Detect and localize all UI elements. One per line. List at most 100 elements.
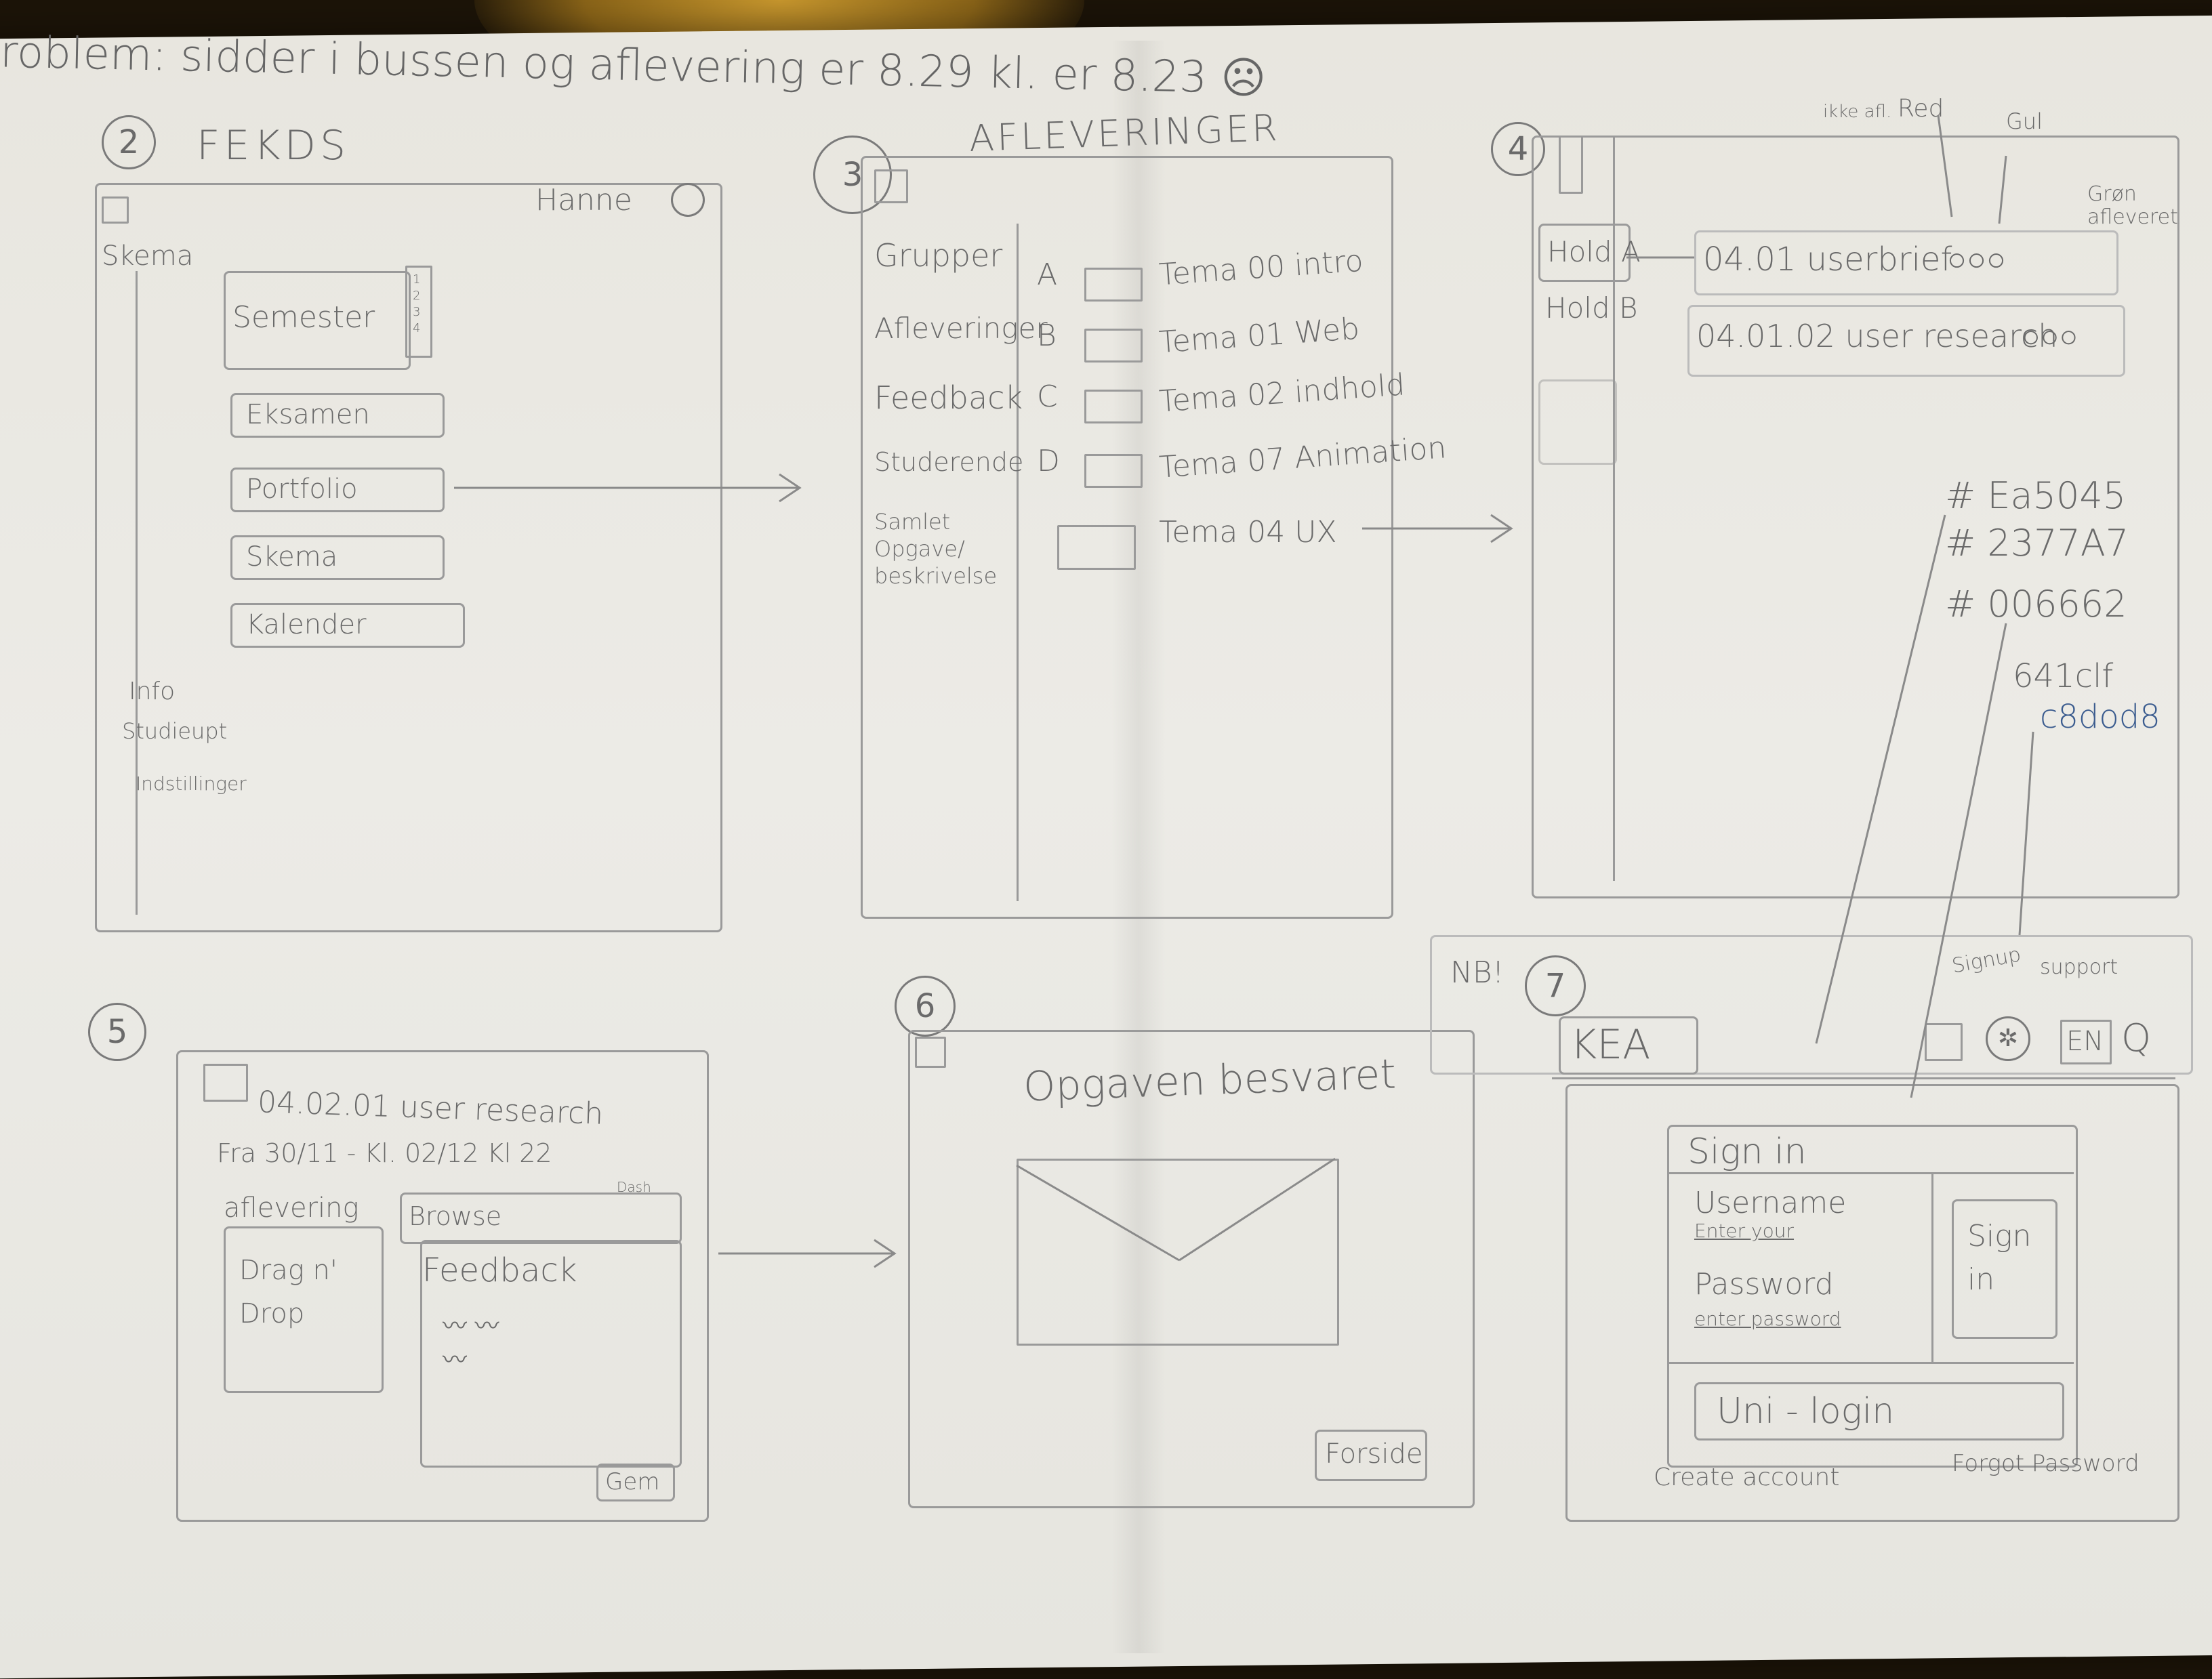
header-divider [1552, 1077, 2175, 1079]
forgot-password-link[interactable]: Forgot Password [1952, 1450, 2139, 1477]
semester-label: Semester [232, 300, 375, 335]
save-button[interactable]: Gem [596, 1464, 675, 1501]
link-studieupt[interactable]: Studieupt [122, 718, 228, 744]
screen-2-title: FEKDS [197, 122, 350, 169]
menu-item-kalender[interactable]: Kalender [230, 603, 465, 648]
color-code: # Ea5045 [1945, 474, 2127, 517]
semester-dropdown[interactable]: 1 2 3 4 [405, 266, 432, 358]
semester-select[interactable]: Semester [224, 271, 411, 370]
side-menu-feedback[interactable]: Feedback [874, 379, 1023, 416]
feedback-scribble: 〰 〰 〰 [443, 1312, 499, 1374]
color-code: # 006662 [1945, 583, 2127, 625]
menu-item-portfolio-label: Portfolio [246, 474, 358, 505]
screen-6-number: 6 [895, 976, 956, 1037]
username-field[interactable]: Enter your [1694, 1220, 1795, 1242]
item-letter: D [1037, 444, 1060, 478]
browse-button-label: Browse [409, 1201, 502, 1231]
side-menu-grupper[interactable]: Grupper [874, 237, 1003, 274]
create-account-link[interactable]: Create account [1654, 1464, 1840, 1491]
language-button[interactable]: EN [2060, 1020, 2112, 1064]
signin-button[interactable]: Sign in [1952, 1199, 2057, 1339]
status-dots: ○○○ [1947, 241, 2006, 278]
feedback-panel: Feedback 〰 〰 〰 [420, 1240, 682, 1468]
user-avatar-icon[interactable] [671, 183, 705, 217]
screen-3-frame [861, 156, 1393, 919]
team-tab-hold-b[interactable]: Hold B [1545, 291, 1638, 325]
assignment-item[interactable]: Tema 04 UX [1159, 515, 1337, 550]
side-menu-afleveringer[interactable]: Afleveringer [874, 312, 1048, 345]
team-label: Hold A [1547, 235, 1641, 268]
legend-red: Red [1898, 95, 1944, 123]
form-divider [1667, 1172, 2074, 1174]
uni-login-button[interactable]: Uni - login [1694, 1382, 2064, 1440]
username-label: Username [1694, 1186, 1847, 1220]
signin-form [1667, 1125, 2078, 1468]
screen-2-frame [95, 183, 722, 932]
envelope-icon[interactable] [1084, 329, 1143, 362]
envelope-icon[interactable] [1084, 390, 1143, 423]
side-menu-samlet[interactable]: Samlet Opgave/ beskrivelse [874, 509, 998, 589]
team-placeholder [1538, 379, 1617, 465]
assignment-dates: Fra 30/11 - Kl. 02/12 Kl 22 [217, 1138, 552, 1168]
sidebar-divider [136, 271, 138, 915]
save-button-label: Gem [605, 1468, 660, 1495]
sidebar-divider-s3 [1017, 224, 1019, 901]
envelope-icon [1017, 1159, 1339, 1346]
screen-5-frame [176, 1050, 709, 1522]
password-field[interactable]: enter password [1694, 1308, 1841, 1330]
signup-icon[interactable] [1925, 1023, 1963, 1061]
forward-button-label: Forside [1325, 1438, 1423, 1470]
link-indstillinger[interactable]: Indstillinger [136, 772, 247, 795]
support-note: support [2040, 955, 2118, 979]
color-code: # 2377A7 [1945, 522, 2129, 564]
menu-item-portfolio[interactable]: Portfolio [230, 468, 445, 512]
status-row-label: 04.01.02 user research [1696, 318, 2058, 354]
kea-logo-label: KEA [1570, 1021, 1651, 1069]
status-row[interactable]: 04.01.02 user research ○○○ [1687, 305, 2125, 377]
envelope-icon[interactable] [1084, 268, 1143, 302]
user-name: Hanne [535, 183, 632, 217]
status-dots: ○○○ [2022, 318, 2078, 354]
screen-5-number: 5 [88, 1003, 146, 1061]
legend-yellow: Gul [2006, 108, 2043, 134]
forward-button[interactable]: Forside [1315, 1430, 1427, 1481]
feedback-label: Feedback [422, 1251, 577, 1289]
screen-3-number: 3 [813, 136, 892, 214]
paper-fold [1111, 41, 1166, 1653]
semester-options: 1 2 3 4 [413, 272, 421, 335]
support-icon[interactable]: ✲ [1986, 1016, 2030, 1061]
menu-item-eksamen[interactable]: Eksamen [230, 393, 445, 438]
menu-item-eksamen-label: Eksamen [246, 399, 370, 430]
hamburger-icon[interactable] [102, 196, 129, 224]
password-label: Password [1694, 1267, 1834, 1302]
item-letter: A [1037, 257, 1058, 292]
link-info[interactable]: Info [129, 678, 176, 705]
hamburger-icon-s3[interactable] [874, 169, 908, 203]
status-row-label: 04.01 userbrief [1703, 241, 1952, 278]
browse-button[interactable]: Browse [400, 1193, 682, 1244]
team-tab-hold-a[interactable]: Hold A [1538, 224, 1641, 282]
search-icon[interactable]: Q [2121, 1016, 2152, 1060]
screen-6-frame [908, 1030, 1475, 1508]
menu-item-skema[interactable]: Skema [230, 535, 445, 580]
nb-note: NB! [1450, 955, 1504, 990]
screen-7-number: 7 [1525, 955, 1586, 1016]
form-column-divider [1931, 1172, 1933, 1362]
color-code-blue: c8dod8 [2040, 698, 2160, 736]
form-divider [1667, 1362, 2074, 1364]
hamburger-icon-s5[interactable] [203, 1064, 248, 1102]
envelope-icon[interactable] [1084, 454, 1143, 488]
drag-drop-area[interactable]: Drag n' Drop [224, 1226, 384, 1393]
menu-item-kalender-label: Kalender [246, 609, 367, 640]
side-menu-studerende[interactable]: Studerende [874, 447, 1024, 477]
status-row[interactable]: 04.01 userbrief ○○○ [1694, 230, 2118, 295]
hamburger-icon-s4[interactable] [1559, 136, 1583, 194]
upload-label: aflevering [224, 1193, 359, 1224]
nav-label-skema[interactable]: Skema [102, 241, 194, 272]
signin-button-label: Sign in [1967, 1219, 2032, 1297]
kea-logo[interactable]: KEA [1559, 1016, 1698, 1075]
item-letter: B [1037, 318, 1057, 353]
envelope-icon[interactable] [1057, 525, 1136, 570]
language-label: EN [2066, 1026, 2104, 1057]
hamburger-icon-s6[interactable] [915, 1037, 946, 1068]
